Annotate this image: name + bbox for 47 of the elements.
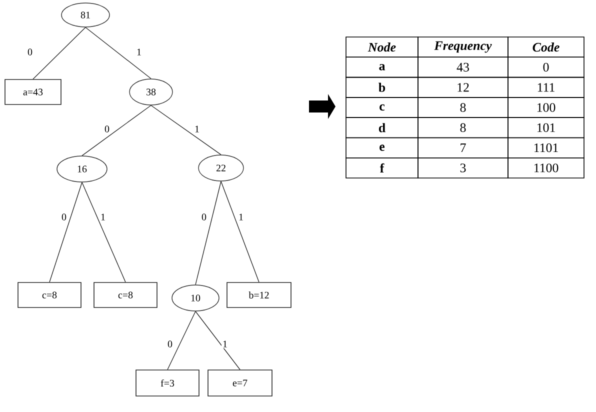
tree-edge [195, 311, 240, 370]
table-cell: d [346, 117, 418, 138]
tree-edge [82, 182, 126, 282]
edge-label: 0 [200, 212, 208, 222]
tree-edge [49, 182, 82, 282]
table-cell: 101 [508, 117, 584, 138]
leaf-box: c=8 [18, 282, 82, 308]
leaf-box: b=12 [226, 282, 292, 308]
table-cell: 3 [418, 157, 508, 178]
table-cell: 1101 [508, 137, 584, 158]
table-header-cell: Code [508, 36, 584, 58]
table-cell: a [346, 56, 418, 78]
tree-edge [220, 181, 260, 282]
tree-edge [167, 311, 196, 370]
table-cell: 12 [418, 76, 508, 98]
tree-edge [150, 105, 222, 155]
leaf-box: a=43 [4, 79, 62, 105]
tree-edge [82, 105, 152, 156]
edge-label: 0 [26, 48, 34, 56]
table-cell: e [346, 137, 418, 158]
table-header-cell: Frequency [418, 36, 508, 58]
leaf-box: f=3 [136, 370, 200, 396]
edge-label: 1 [194, 124, 200, 134]
table-cell: 111 [508, 76, 584, 98]
table-cell: 43 [418, 56, 508, 78]
table-cell: b [346, 76, 418, 98]
edge-label: 0 [60, 212, 68, 222]
tree-edge [85, 27, 152, 79]
table-cell: c [346, 97, 418, 118]
leaf-box: c=8 [94, 282, 158, 308]
table-cell: 8 [418, 117, 508, 138]
edge-label: 1 [222, 340, 228, 348]
edge-label: 0 [104, 124, 110, 134]
table-cell: 1100 [508, 157, 584, 178]
tree-edge [195, 181, 222, 285]
table-cell: 7 [418, 137, 508, 158]
table-cell: 0 [508, 56, 584, 78]
edge-label: 1 [238, 212, 244, 222]
table-cell: 100 [508, 97, 584, 118]
edge-label: 1 [136, 48, 142, 56]
edge-label: 1 [100, 212, 106, 222]
table-cell: f [346, 157, 418, 178]
tree-edge [32, 27, 86, 80]
edge-label: 0 [166, 340, 174, 348]
leaf-box: e=7 [208, 370, 272, 396]
table-header-cell: Node [346, 36, 418, 58]
table-cell: 8 [418, 97, 508, 118]
